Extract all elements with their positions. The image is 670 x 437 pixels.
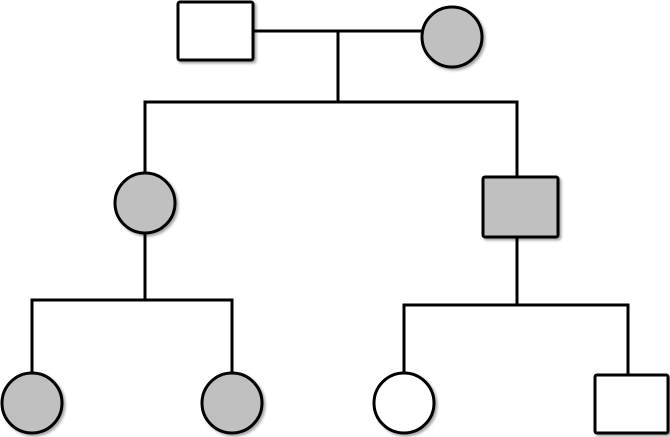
sibship-line-gen3-right	[402, 303, 630, 375]
individual-III-2-female	[200, 371, 264, 435]
individual-I-1-male	[176, 0, 255, 62]
sibship-line-gen2	[143, 100, 519, 177]
individual-III-3-female	[372, 371, 436, 435]
individual-II-2-male	[481, 175, 560, 239]
sibship-line-gen3-left	[30, 298, 234, 373]
individual-I-2-female	[420, 5, 484, 69]
connector-lines	[30, 29, 630, 375]
individual-III-1-female	[0, 371, 64, 435]
individual-III-4-male	[593, 373, 670, 435]
individual-II-1-female	[113, 171, 177, 235]
